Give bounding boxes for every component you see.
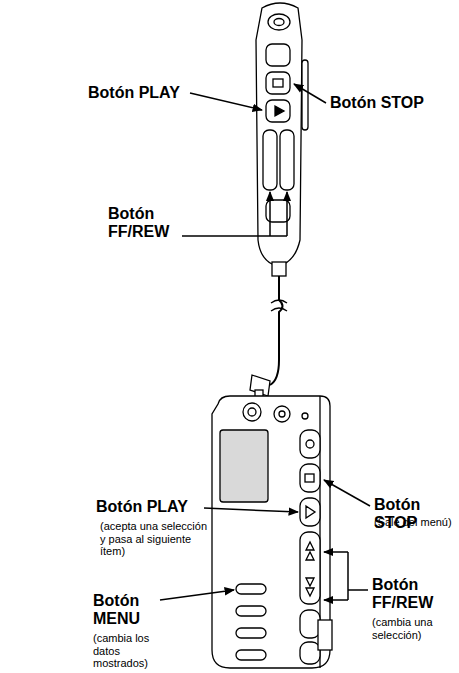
leader-arrow	[160, 590, 234, 600]
part-name: Botón PLAY	[96, 498, 206, 516]
remote-ff-button	[280, 130, 294, 190]
leader-arrow	[204, 508, 298, 512]
ff-rew-button	[300, 532, 320, 604]
jack	[243, 403, 261, 421]
remote-play-button	[266, 100, 290, 122]
stop-button	[300, 464, 320, 492]
display	[220, 430, 268, 502]
leader-arrow	[324, 480, 370, 506]
side-button	[236, 628, 266, 638]
remote-cable-sleeve	[272, 262, 286, 276]
leader-line	[182, 235, 287, 237]
recorder-mic	[274, 406, 290, 422]
recorder-body	[212, 396, 330, 668]
remote-rew-button	[263, 130, 277, 190]
strap-hole	[318, 620, 332, 650]
play-button	[300, 498, 320, 526]
menu-button	[236, 584, 266, 594]
remote-stop-button	[266, 72, 290, 94]
button	[300, 610, 320, 638]
remote-clip	[302, 60, 308, 130]
leader-arrow	[294, 84, 326, 103]
remote-body	[256, 3, 302, 264]
leader-arrow	[324, 599, 348, 601]
leader-arrow	[190, 93, 262, 110]
part-description: (Sale del menú)	[374, 516, 456, 529]
part-name: Botón PLAY	[88, 84, 198, 102]
part-description: (acepta una selección y pasa al siguient…	[100, 520, 212, 558]
rec-button	[300, 430, 320, 458]
remote-button	[266, 44, 290, 66]
cable	[270, 276, 283, 385]
leader-line	[348, 589, 368, 591]
side-button	[236, 650, 266, 660]
leader-arrow	[324, 551, 348, 553]
led	[302, 413, 308, 419]
part-description: (cambia una selección)	[372, 616, 454, 641]
part-description: (cambia los datos mostrados)	[93, 632, 177, 670]
leader-line	[347, 552, 349, 600]
button	[300, 642, 320, 664]
part-name: Botón STOP	[330, 94, 440, 112]
remote-mic	[268, 14, 290, 30]
part-name: Botón FF/REW	[108, 205, 180, 242]
part-name: Botón FF/REW	[372, 576, 454, 613]
part-name: Botón MENU	[93, 592, 157, 629]
leader-arrow	[269, 192, 271, 236]
leader-arrow	[286, 192, 288, 236]
side-button	[236, 606, 266, 616]
